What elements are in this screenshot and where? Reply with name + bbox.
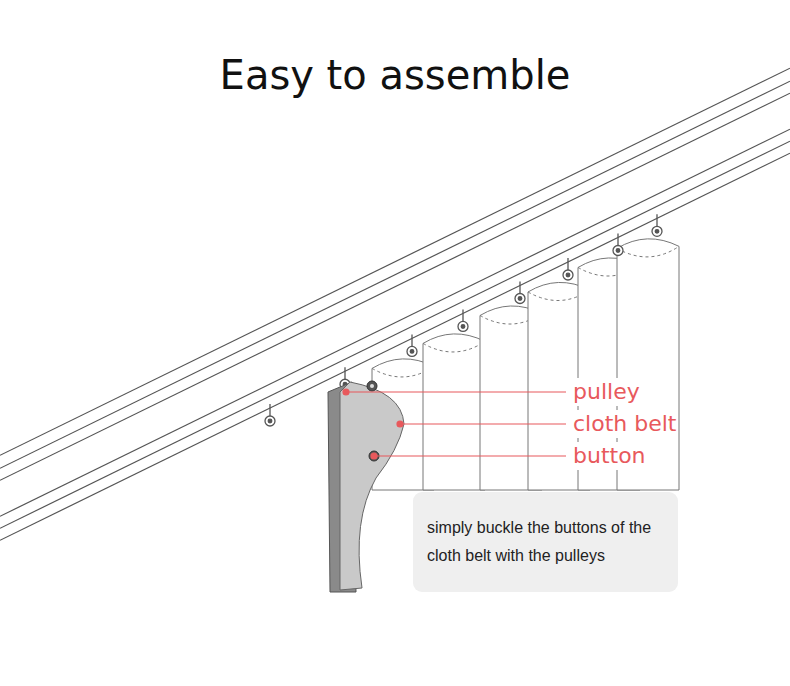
pulley-stem [411,334,412,346]
pulley-stem [567,258,568,270]
leader-lines [343,389,566,459]
pulley-ring [515,294,525,304]
rail-edge [0,129,790,516]
pleat-fold [423,341,485,352]
pleat [423,334,485,490]
pulley-stem [617,233,618,245]
leader-line [346,391,566,392]
note-box: simply buckle the buttons of the cloth b… [413,492,678,592]
curtain-pleats [372,239,679,490]
pulley-ring [458,321,468,331]
rail [0,68,790,540]
button-hole [370,384,374,388]
rail-edge [0,141,790,528]
pleat-fold [617,246,679,257]
pulley-hole [410,350,414,354]
button [367,381,377,391]
pulley-ring [652,226,662,236]
curtain-panel [328,381,404,592]
leader-line [400,423,566,424]
pulleys [265,214,662,426]
pulley-stem [462,309,463,321]
cloth-belt [340,382,404,590]
pulley-stem [519,282,520,294]
pulley-stem [269,404,270,416]
pulley-ring [613,245,623,255]
pulley-hole [566,273,570,277]
pulley-ring [407,346,417,356]
pulley-stem [656,214,657,226]
pulley-ring [563,270,573,280]
part-label: cloth belt [571,410,678,438]
leader-line [374,455,566,456]
note-text: simply buckle the buttons of the cloth b… [427,514,664,570]
part-label: pulley [571,378,642,406]
rail-edge [0,153,790,540]
title: Easy to assemble [0,52,790,98]
pulley-stem [344,367,345,379]
pulley-hole [268,419,272,423]
pulley-hole [616,249,620,253]
pulley-hole [655,230,659,234]
pulley-ring [265,416,275,426]
pulley-hole [518,297,522,301]
pulley-hole [461,325,465,329]
part-label: button [571,442,648,470]
